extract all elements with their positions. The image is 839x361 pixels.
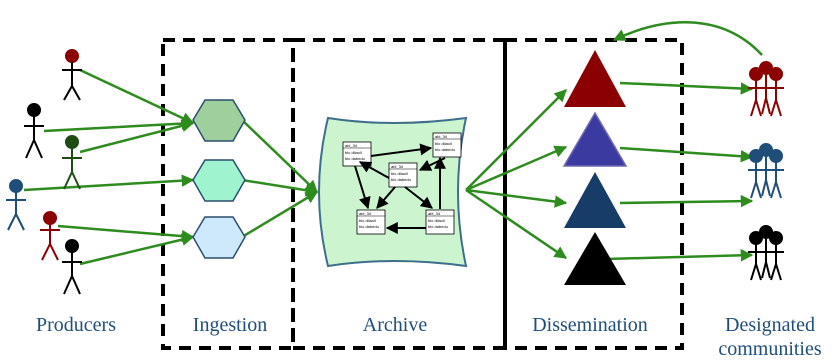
svg-text:blo dilaoll: blo dilaoll bbox=[391, 171, 408, 176]
svg-text:blo dabedu: blo dabedu bbox=[345, 156, 365, 161]
svg-text:blo dilaoll: blo dilaoll bbox=[359, 218, 376, 223]
document-icon: abl_34 blo dilaoll blo dabedu bbox=[342, 141, 372, 167]
document-icon: abl_34 blo dilaoll blo dabedu bbox=[356, 209, 386, 235]
archive-documents: abl_34 blo dilaoll blo dabedu abl_34 blo… bbox=[342, 132, 462, 235]
svg-text:abl_34: abl_34 bbox=[345, 143, 358, 148]
triangle-icon bbox=[564, 172, 626, 228]
dissemination-box bbox=[503, 38, 684, 350]
producers bbox=[6, 49, 82, 295]
svg-text:blo dabedu: blo dabedu bbox=[435, 147, 455, 152]
group-icon bbox=[748, 61, 784, 117]
svg-text:blo dilaoll: blo dilaoll bbox=[428, 218, 445, 223]
archive-arrows bbox=[465, 89, 568, 260]
label-designated: Designated bbox=[725, 314, 815, 336]
svg-text:blo dabedu: blo dabedu bbox=[391, 177, 411, 182]
group-icon bbox=[748, 225, 784, 281]
svg-text:abl_34: abl_34 bbox=[435, 134, 448, 139]
svg-text:abl_34: abl_34 bbox=[391, 164, 404, 169]
community-arrows bbox=[605, 21, 763, 262]
hexagon-icon bbox=[192, 99, 246, 142]
archive-links bbox=[354, 143, 446, 234]
person-icon bbox=[62, 135, 82, 190]
svg-text:abl_34: abl_34 bbox=[428, 211, 441, 216]
section-labels: Producers Ingestion Archive Disseminatio… bbox=[36, 314, 822, 360]
svg-text:blo dilaoll: blo dilaoll bbox=[345, 150, 362, 155]
hexagon-icon bbox=[192, 159, 246, 202]
label-ingestion: Ingestion bbox=[193, 314, 267, 336]
document-icon: abl_34 blo dilaoll blo dabedu bbox=[432, 132, 462, 158]
person-icon bbox=[62, 239, 82, 295]
document-icon: abl_34 blo dilaoll blo dabedu bbox=[388, 162, 418, 188]
person-icon bbox=[62, 49, 82, 101]
ingestion-hexagons bbox=[192, 99, 246, 259]
hexagon-icon bbox=[192, 216, 246, 259]
dissemination-triangles bbox=[562, 50, 628, 285]
svg-text:abl_34: abl_34 bbox=[359, 211, 372, 216]
document-icon: abl_34 blo dilaoll blo dabedu bbox=[425, 209, 455, 235]
label-dissemination: Dissemination bbox=[532, 314, 648, 336]
triangle-icon bbox=[562, 111, 628, 167]
svg-text:blo dabedu: blo dabedu bbox=[359, 224, 379, 229]
label-archive: Archive bbox=[363, 314, 428, 336]
producer-arrows bbox=[23, 68, 195, 266]
communities bbox=[748, 61, 784, 281]
triangle-icon bbox=[564, 232, 626, 285]
triangle-icon bbox=[564, 50, 626, 107]
ingestion-arrows bbox=[241, 119, 319, 239]
group-icon bbox=[748, 143, 784, 199]
label-communities: communities bbox=[718, 338, 822, 360]
person-icon bbox=[6, 179, 26, 231]
person-icon bbox=[40, 211, 60, 261]
svg-text:blo dilaoll: blo dilaoll bbox=[435, 141, 452, 146]
svg-text:blo dabedu: blo dabedu bbox=[428, 224, 448, 229]
label-producers: Producers bbox=[36, 314, 116, 336]
person-icon bbox=[24, 103, 44, 159]
